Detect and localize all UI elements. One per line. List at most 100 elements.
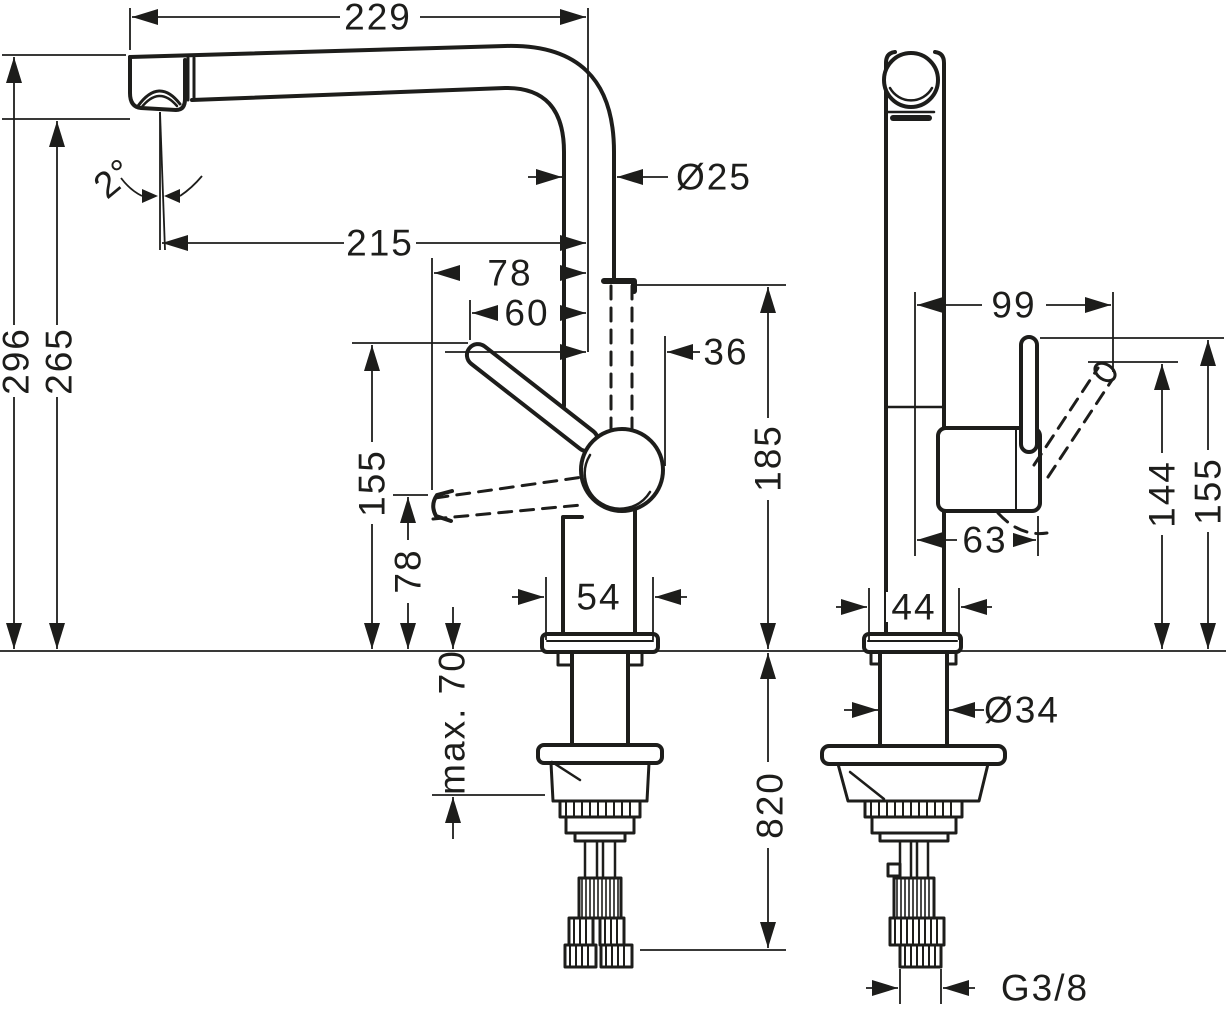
dimension-78-vertical: 78	[388, 494, 429, 649]
mounting-ring1-hatch	[565, 801, 631, 817]
dim-144-label: 144	[1142, 460, 1183, 528]
dim-78h-label: 78	[487, 253, 532, 294]
side-spout-end	[882, 51, 940, 109]
dimension-54: 54	[512, 577, 687, 640]
mounting-ring2	[564, 815, 636, 835]
dimension-63: 63	[917, 516, 1039, 561]
dimension-d34: Ø34	[844, 690, 1060, 731]
spout-inner	[190, 85, 566, 408]
dim-820-label: 820	[750, 771, 791, 839]
dimension-215: 215	[162, 223, 586, 264]
dimension-g38: G3/8	[866, 968, 1089, 1009]
aerator-dome-inner	[139, 94, 179, 110]
side-column	[884, 50, 946, 636]
side-handle	[1019, 335, 1039, 454]
spout-head-joint	[186, 56, 196, 102]
side-hose-end	[898, 943, 943, 969]
side-hose-braid	[892, 876, 936, 920]
mounting-plate	[536, 743, 664, 765]
side-mounting-plate	[820, 744, 1007, 766]
side-shank	[878, 650, 949, 748]
side-hose-connector	[888, 916, 946, 947]
shank-tabs	[556, 650, 644, 667]
dimension-60: 60	[469, 293, 586, 340]
dim-2deg-label: 2°	[86, 150, 143, 207]
dim-63-label: 63	[962, 520, 1007, 561]
dimension-d25: Ø25	[528, 157, 752, 198]
dim-g38-label: G3/8	[1001, 968, 1089, 1009]
dimension-99: 99	[914, 285, 1114, 556]
side-mounting-block	[836, 762, 990, 803]
dim-60-label: 60	[504, 293, 549, 334]
spout-head	[128, 55, 187, 112]
handle-lever-lowered	[431, 475, 585, 521]
dim-36-label: 36	[703, 332, 748, 373]
dim-215-label: 215	[346, 223, 414, 264]
pipe-cap	[601, 278, 637, 294]
hose-braid-hatch	[581, 878, 619, 918]
dimension-155-right: 155	[1040, 337, 1226, 649]
hidden-pipe-stub	[609, 284, 634, 432]
front-view	[128, 43, 665, 969]
side-handle-sweep	[996, 511, 1049, 536]
mounting-ring3	[573, 831, 627, 843]
dimension-296: 296	[0, 54, 126, 649]
handle-lever-lowered-tip	[431, 489, 454, 523]
dim-296-label: 296	[0, 327, 37, 395]
dim-54-label: 54	[576, 577, 621, 618]
side-handle-open-tip	[1093, 361, 1117, 383]
dim-44-label: 44	[891, 587, 936, 628]
base-flange	[540, 632, 660, 654]
side-hose-braid-hatch	[896, 878, 930, 918]
hoses	[583, 839, 617, 880]
joint-sphere	[579, 427, 665, 513]
dimension-265: 265	[2, 118, 130, 649]
dimension-max70: max. 70	[432, 607, 545, 839]
mounting-block	[549, 761, 651, 803]
side-shank-tabs	[869, 650, 958, 666]
dim-229-label: 229	[344, 0, 412, 38]
side-base-flange	[862, 632, 963, 654]
mounting-ring1	[558, 799, 642, 819]
handle-lever	[464, 342, 600, 454]
dim-265-label: 265	[39, 327, 80, 395]
side-ring2	[870, 815, 958, 835]
dim-185-label: 185	[748, 424, 789, 492]
dim-max70-label: max. 70	[432, 649, 473, 795]
aerator-dome	[136, 89, 182, 108]
dimension-2deg: 2°	[86, 150, 203, 207]
joint-sphere-inner	[583, 453, 652, 510]
dimension-36: 36	[445, 332, 748, 466]
hose-end-right	[599, 943, 634, 969]
hose-end-left	[563, 943, 598, 969]
side-ring1-hatch	[870, 801, 952, 817]
dim-d25-label: Ø25	[676, 157, 752, 198]
dimension-229: 229	[129, 0, 589, 352]
body-column	[561, 508, 637, 636]
side-hose-nub	[886, 862, 902, 878]
dim-78v-label: 78	[388, 548, 429, 593]
dimension-185: 185	[636, 284, 789, 649]
dim-155l-label: 155	[352, 449, 393, 517]
dimension-144: 144	[1088, 361, 1183, 649]
side-hoses	[898, 839, 930, 880]
dim-155r-label: 155	[1188, 457, 1226, 525]
dimension-155-left: 155	[352, 342, 468, 649]
dimension-820: 820	[640, 653, 791, 951]
dim-99-label: 99	[991, 285, 1036, 326]
side-spout-end-inner	[888, 86, 934, 102]
water-line-tilted	[159, 111, 166, 251]
side-mounting-screw-mark	[848, 770, 886, 801]
dimension-44: 44	[836, 587, 992, 640]
side-hose-end-hatch	[904, 945, 936, 967]
side-ring3	[878, 831, 950, 843]
hose-end-hatch	[569, 945, 625, 967]
dim-d34-label: Ø34	[984, 690, 1060, 731]
handle-housing	[936, 426, 1042, 513]
hose-connector-hatch	[573, 918, 618, 945]
shank	[570, 650, 630, 747]
dimension-78-horizontal: 78	[431, 253, 586, 490]
side-handle-open	[1032, 366, 1114, 479]
spout-outer	[128, 43, 616, 281]
